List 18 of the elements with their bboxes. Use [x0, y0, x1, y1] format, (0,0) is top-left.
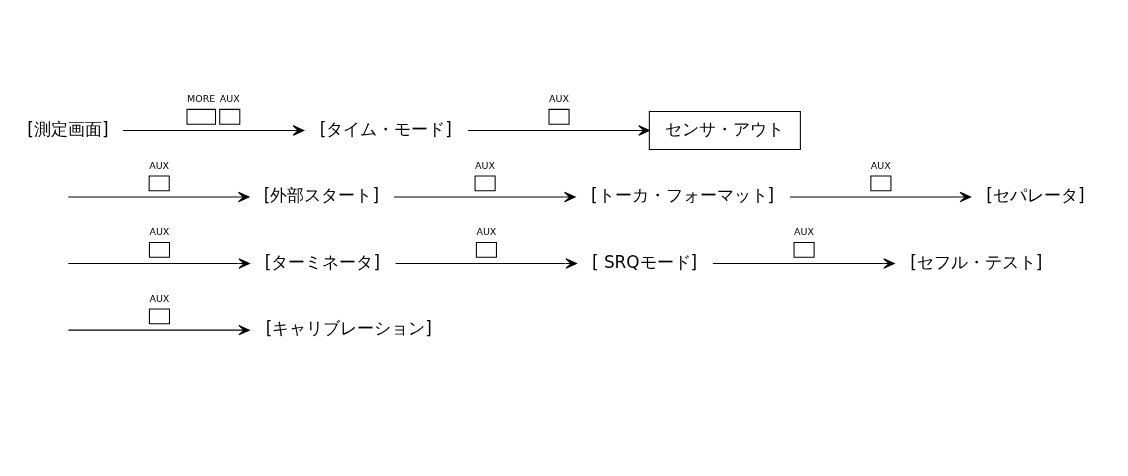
node-text: [タイム・モード] — [319, 118, 452, 139]
node-text: [トーカ・フォーマット] — [591, 184, 775, 205]
node-text: [セパレータ] — [986, 184, 1085, 205]
node-text: [外部スタート] — [263, 184, 379, 205]
edge-label: MORE AUX — [186, 92, 240, 104]
node-text: [ターミネータ] — [264, 251, 381, 272]
node-text: [キャリブレーション] — [265, 317, 432, 338]
edge-label: AUX — [149, 225, 170, 237]
edge-label: AUX — [475, 159, 496, 171]
edge-label: AUX — [476, 225, 497, 237]
edge-label: AUX — [549, 92, 569, 104]
edge-label: AUX — [870, 159, 891, 171]
node-text: [測定画面] — [27, 118, 109, 139]
edge-label: AUX — [149, 159, 170, 171]
edge-label: AUX — [149, 292, 170, 304]
node-text: [セフル・テスト] — [910, 251, 1043, 272]
edge-label: AUX — [794, 225, 815, 237]
node-text: [ SRQモード] — [591, 251, 698, 272]
